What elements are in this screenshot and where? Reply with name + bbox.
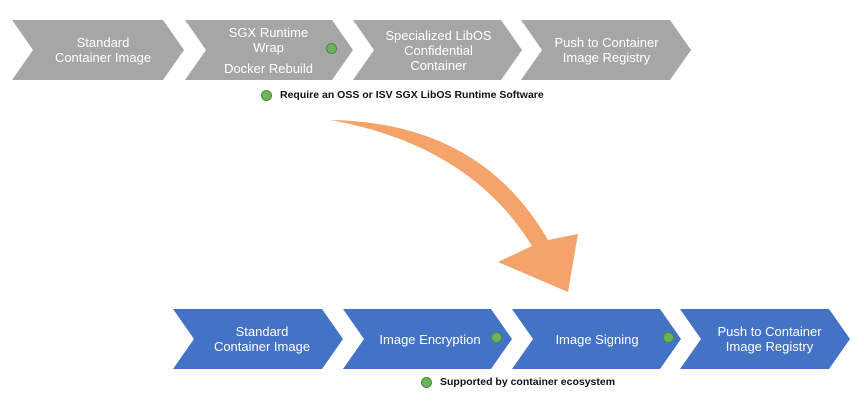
bottom-chevron-4: [680, 309, 850, 369]
top-step-1-label: Standard Container Image: [54, 35, 152, 65]
legend-dot-icon: [261, 89, 272, 101]
top-legend-text: Require an OSS or ISV SGX LibOS Runtime …: [280, 89, 544, 101]
top-chevron-2: [185, 20, 353, 80]
bottom-chevron-3: [512, 309, 681, 369]
top-legend: Require an OSS or ISV SGX LibOS Runtime …: [261, 89, 544, 101]
bottom-step-3-marker: [663, 332, 674, 343]
top-step-4-label: Push to Container Image Registry: [554, 35, 659, 65]
bottom-step-4-label: Push to Container Image Registry: [717, 324, 822, 354]
top-chevron-1: [12, 20, 184, 80]
top-chevron-3: [353, 20, 522, 80]
bottom-chevron-1: [173, 309, 343, 369]
top-step-3-label: Specialized LibOS Confidential Container: [385, 27, 492, 73]
top-chevron-4: [521, 20, 691, 80]
bottom-step-2-marker: [491, 332, 502, 343]
bottom-legend: Supported by container ecosystem: [421, 376, 615, 388]
bottom-chevron-2: [343, 309, 512, 369]
bottom-legend-text: Supported by container ecosystem: [440, 376, 616, 388]
top-step-2-label: SGX Runtime Wrap Docker Rebuild: [224, 24, 313, 76]
transition-arrow: [330, 120, 578, 292]
bottom-step-1-label: Standard Container Image: [213, 324, 311, 354]
bottom-step-2-label: Image Encryption: [379, 331, 481, 347]
bottom-step-3-label: Image Signing: [555, 331, 639, 347]
top-step-2-marker: [326, 43, 337, 54]
legend-dot-icon: [421, 376, 432, 388]
